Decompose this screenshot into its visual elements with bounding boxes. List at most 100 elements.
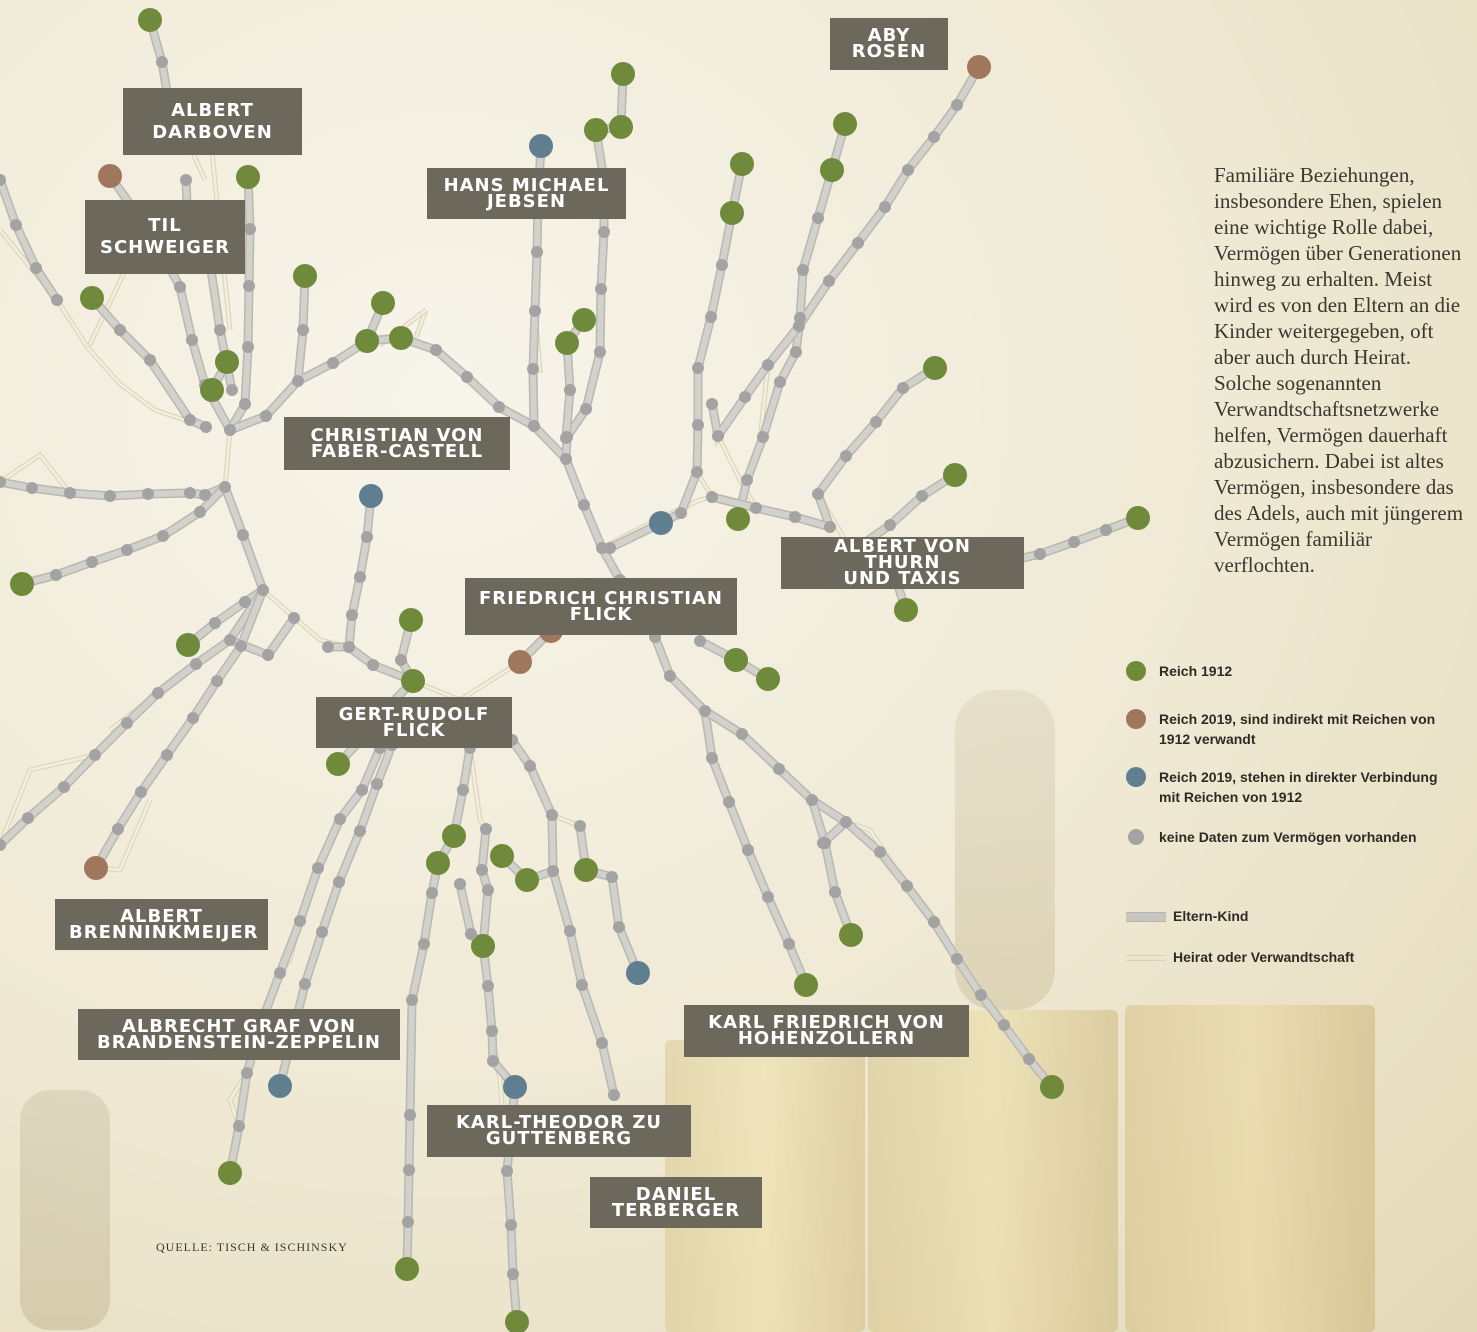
node-no-data <box>736 728 748 740</box>
node-no-data <box>260 410 272 422</box>
node-no-data <box>762 359 774 371</box>
node-rich-1912 <box>756 667 780 691</box>
node-rich-1912 <box>609 115 633 139</box>
node-rich-1912 <box>200 378 224 402</box>
parent-child-edge-outline <box>17 482 230 589</box>
legend-item-no-data: keine Daten zum Vermögen vorhanden <box>1126 827 1417 847</box>
node-no-data <box>426 887 438 899</box>
node-no-data <box>480 823 492 835</box>
legend-dot-grey-icon <box>1128 829 1144 845</box>
node-no-data <box>406 994 418 1006</box>
node-no-data <box>316 926 328 938</box>
node-no-data <box>184 414 196 426</box>
node-rich-1912 <box>236 165 260 189</box>
node-rich-1912 <box>611 62 635 86</box>
node-rich-1912 <box>389 326 413 350</box>
node-no-data <box>22 812 34 824</box>
legend-dot-green-icon <box>1126 661 1146 681</box>
node-no-data <box>274 967 286 979</box>
node-rich-1912 <box>80 286 104 310</box>
node-no-data <box>1023 1053 1035 1065</box>
marriage-edge <box>223 429 232 488</box>
node-rich-1912 <box>442 824 466 848</box>
node-no-data <box>156 56 168 68</box>
node-no-data <box>186 334 198 346</box>
marriage-edge <box>0 753 96 846</box>
node-no-data <box>214 324 226 336</box>
node-no-data <box>242 341 254 353</box>
parent-child-edge <box>563 317 587 441</box>
node-no-data <box>692 362 704 374</box>
kinship-edge-shadow <box>608 163 747 553</box>
node-rich-1912 <box>399 608 423 632</box>
node-rich-1912 <box>293 264 317 288</box>
node-no-data <box>454 878 466 890</box>
node-no-data <box>476 864 488 876</box>
parent-child-edge <box>563 71 626 462</box>
parent-child-edge <box>577 823 641 976</box>
legend-item-marriage: Heirat oder Verwandtschaft <box>1126 947 1354 967</box>
marriage-edge <box>716 435 758 509</box>
parent-child-edge <box>509 737 617 1098</box>
node-no-data <box>706 398 718 410</box>
node-no-data <box>292 375 304 387</box>
node-no-data <box>757 431 769 443</box>
parent-child-edge <box>735 121 848 522</box>
figure-silhouette-decoration <box>955 690 1055 1010</box>
node-no-data <box>482 980 494 992</box>
node-no-data <box>30 262 42 274</box>
node-no-data <box>10 219 22 231</box>
node-no-data <box>356 784 368 796</box>
node-rich-2019-direct <box>529 134 553 158</box>
node-rich-1912 <box>943 463 967 487</box>
node-no-data <box>89 749 101 761</box>
node-rich-2019-indirect <box>967 55 991 79</box>
node-no-data <box>951 953 963 965</box>
node-rich-1912 <box>515 868 539 892</box>
node-no-data <box>951 99 963 111</box>
node-no-data <box>762 891 774 903</box>
node-no-data <box>51 294 63 306</box>
node-no-data <box>257 584 269 596</box>
node-rich-2019-direct <box>503 1075 527 1099</box>
node-no-data <box>604 542 616 554</box>
node-no-data <box>797 264 809 276</box>
node-rich-1912 <box>584 118 608 142</box>
node-no-data <box>773 763 785 775</box>
node-no-data <box>86 556 98 568</box>
node-no-data <box>897 382 909 394</box>
node-no-data <box>507 1268 519 1280</box>
node-no-data <box>998 1019 1010 1031</box>
node-no-data <box>112 823 124 835</box>
node-no-data <box>211 675 223 687</box>
node-no-data <box>823 275 835 287</box>
node-no-data <box>224 634 236 646</box>
node-no-data <box>334 813 346 825</box>
node-no-data <box>524 760 536 772</box>
coin-stack-decoration <box>1125 1005 1375 1332</box>
node-no-data <box>465 928 477 940</box>
node-no-data <box>180 174 192 186</box>
node-no-data <box>501 1165 513 1177</box>
intro-paragraph: Familiäre Beziehungen, insbesondere Ehen… <box>1214 163 1464 577</box>
node-no-data <box>529 305 541 317</box>
node-no-data <box>699 705 711 717</box>
node-no-data <box>157 530 169 542</box>
node-rich-1912 <box>833 112 857 136</box>
node-no-data <box>1034 548 1046 560</box>
node-no-data <box>879 201 891 213</box>
node-no-data <box>244 223 256 235</box>
node-no-data <box>817 837 829 849</box>
legend-item-rich-2019-direct: Reich 2019, stehen in direkter Verbindun… <box>1126 767 1456 807</box>
node-no-data <box>487 1055 499 1067</box>
node-no-data <box>144 354 156 366</box>
node-no-data <box>226 384 238 396</box>
legend-dot-blue-icon <box>1126 767 1146 787</box>
node-no-data <box>26 482 38 494</box>
node-no-data <box>870 416 882 428</box>
node-no-data <box>58 781 70 793</box>
